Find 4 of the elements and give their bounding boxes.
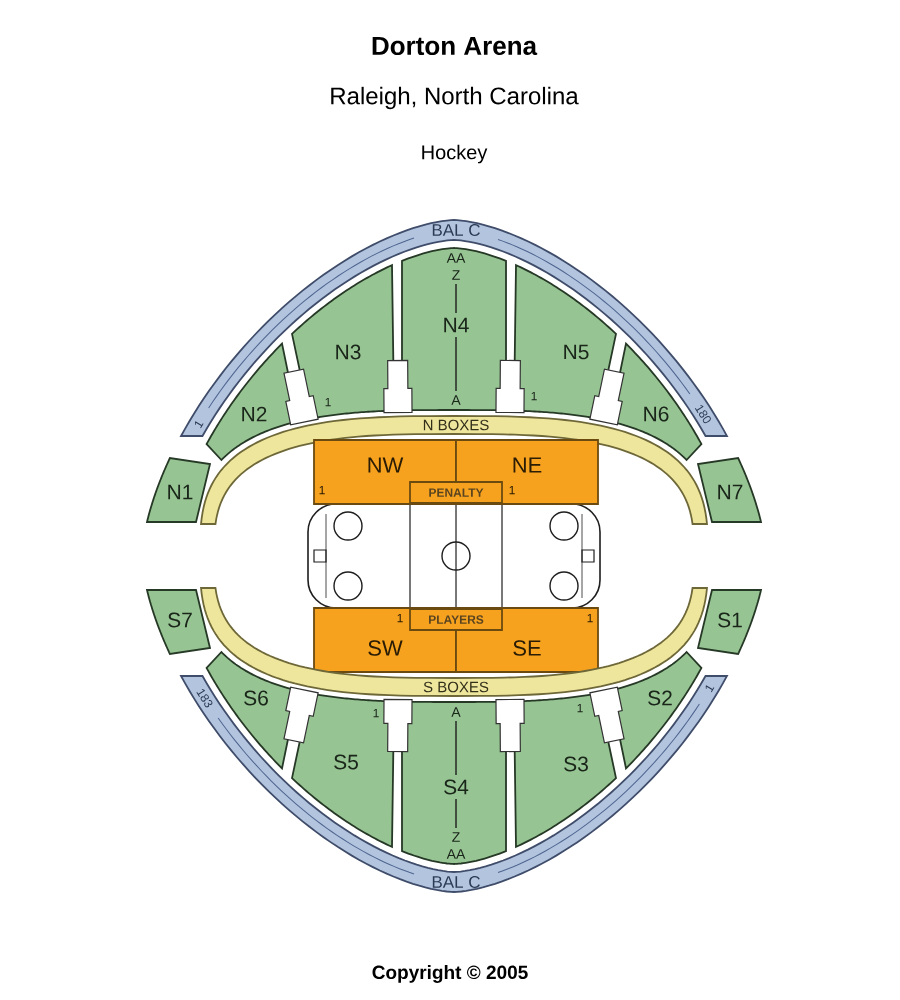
subtitle: Raleigh, North Carolina [331,86,579,110]
event-name: Hockey [422,144,488,164]
copyright-note: Copyright © 2005 [372,965,528,983]
title: Dorton Arena [372,36,538,56]
